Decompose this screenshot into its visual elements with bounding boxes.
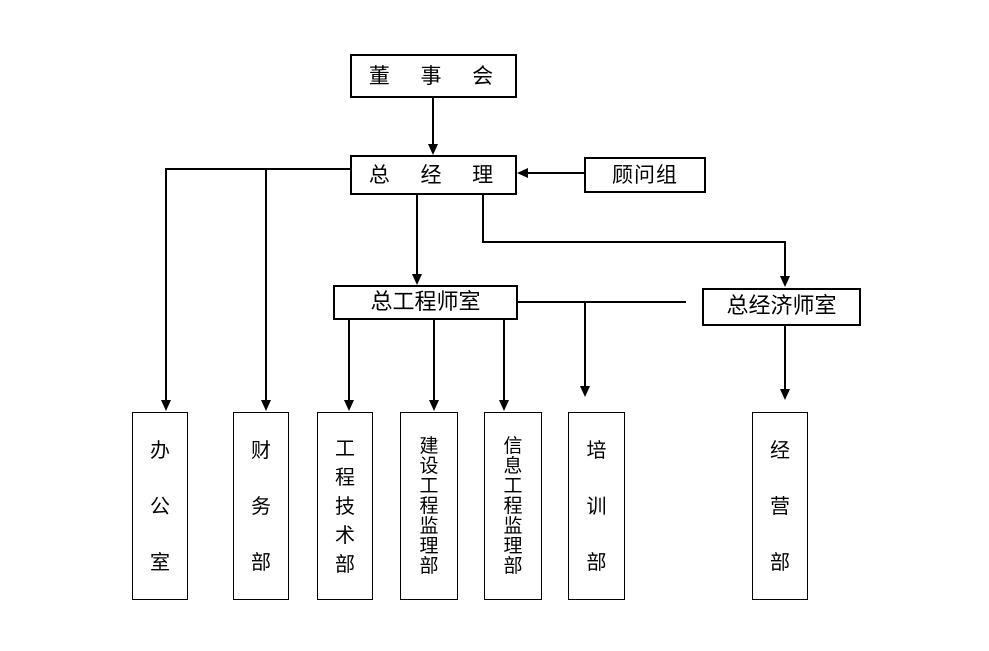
- node-office-label: 办公室: [150, 438, 170, 574]
- node-finance-dept-label: 财务部: [251, 438, 271, 574]
- node-office: 办公室: [132, 412, 188, 600]
- node-board-label: 董 事 会: [368, 63, 499, 88]
- connector-chiefeng-training: [584, 302, 586, 387]
- node-chief-economist-office-label: 总经济师室: [726, 294, 837, 319]
- node-board: 董 事 会: [350, 54, 517, 98]
- arrowhead-advisory-gm: [517, 168, 528, 178]
- node-finance-dept: 财务部: [233, 412, 289, 600]
- node-training-dept: 培训部: [568, 412, 625, 600]
- connector-chiefecon-operations: [784, 325, 786, 390]
- node-construction-supervision-dept-label: 建设工程监理部: [419, 434, 439, 577]
- node-construction-supervision-dept: 建设工程监理部: [400, 412, 458, 600]
- connector-board-gm: [432, 97, 434, 145]
- connector-chiefeng-construction: [433, 320, 435, 401]
- node-chief-economist-office: 总经济师室: [702, 288, 861, 326]
- node-operations-dept-label: 经营部: [770, 438, 790, 574]
- node-information-supervision-dept: 信息工程监理部: [484, 412, 542, 600]
- arrowhead-chiefeng-information: [499, 400, 509, 411]
- node-chief-engineer-office-label: 总工程师室: [370, 289, 481, 315]
- connector-chiefeng-engineering: [348, 320, 350, 401]
- arrowhead-gm-office: [161, 400, 171, 411]
- node-operations-dept: 经营部: [752, 412, 808, 600]
- arrowhead-chiefeng-construction: [429, 400, 439, 411]
- arrowhead-gm-chief-engineer: [412, 274, 422, 285]
- connector-gm-chief-economist-down: [784, 241, 786, 277]
- node-engineering-tech-dept-label: 工程技术部: [335, 436, 355, 576]
- node-advisory-group: 顾问组: [584, 157, 706, 193]
- node-chief-engineer-office: 总工程师室: [333, 285, 518, 320]
- arrowhead-gm-finance: [261, 400, 271, 411]
- node-general-manager: 总 经 理: [350, 155, 517, 195]
- node-information-supervision-dept-label: 信息工程监理部: [503, 434, 523, 577]
- connector-gm-finance: [265, 168, 267, 401]
- connector-chiefeng-information: [503, 320, 505, 401]
- connector-chiefeng-right-branch: [517, 301, 686, 303]
- node-advisory-group-label: 顾问组: [612, 162, 678, 187]
- connector-gm-left-branch: [166, 168, 350, 170]
- node-engineering-tech-dept: 工程技术部: [317, 412, 373, 600]
- connector-advisory-gm: [528, 172, 584, 174]
- connector-gm-chief-economist-drop: [482, 195, 484, 243]
- node-training-dept-label: 培训部: [586, 438, 607, 574]
- arrowhead-board-gm: [428, 144, 438, 155]
- connector-gm-office: [165, 168, 167, 401]
- arrowhead-gm-chief-economist: [780, 276, 790, 287]
- connector-gm-chief-economist-across: [482, 241, 786, 243]
- arrowhead-chiefeng-engineering: [344, 400, 354, 411]
- arrowhead-chiefeng-training: [580, 386, 590, 397]
- arrowhead-chiefecon-operations: [780, 389, 790, 400]
- node-general-manager-label: 总 经 理: [368, 162, 499, 187]
- connector-gm-chief-engineer: [416, 195, 418, 275]
